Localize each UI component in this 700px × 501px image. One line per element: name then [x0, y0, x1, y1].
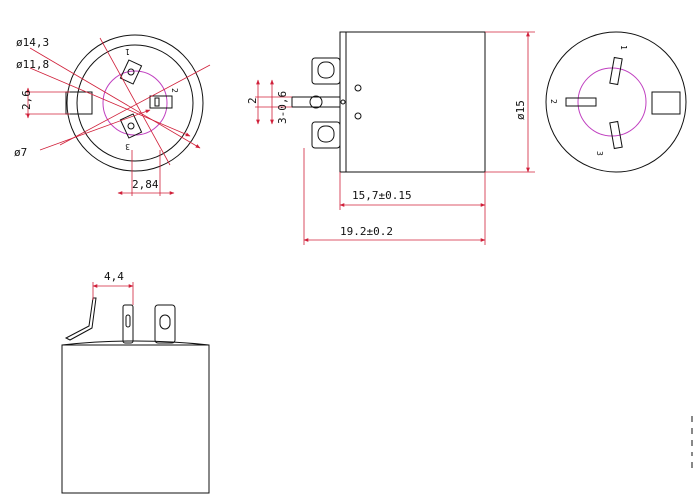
side-lower-terminal: [311, 121, 341, 149]
rear-pin-2-label: 2: [549, 99, 558, 104]
rear-outer-circle: [545, 31, 687, 173]
front-d-outer-label: ø14,3: [16, 36, 49, 49]
rear-terminal-1: [609, 56, 623, 86]
rear-accent-circle: [577, 67, 647, 137]
front-outer-circle: [66, 34, 204, 172]
front-left-tab: [65, 91, 93, 115]
front-inner-circle: [76, 44, 194, 162]
rear-view: [545, 31, 687, 173]
rear-terminal-2: [565, 97, 597, 107]
front-pin-2-label: 2: [170, 88, 179, 93]
front-view: [65, 34, 204, 172]
bottom-top-curve: [61, 340, 210, 346]
front-terminal-2: [149, 95, 173, 109]
side-d15-label: ø15: [514, 100, 527, 120]
bottom-dimensions: [92, 282, 134, 305]
front-d7-label: ø7: [14, 146, 27, 159]
side-len-15-7-label: 15,7±0.15: [352, 189, 412, 202]
side-body: [339, 31, 486, 173]
bottom-terminal-right: [154, 304, 176, 344]
bottom-view: [61, 297, 210, 494]
front-pin-3-label: 3: [125, 142, 130, 151]
front-height-label: 2,6: [20, 90, 33, 110]
side-view: [291, 31, 486, 173]
bottom-body: [61, 344, 210, 494]
front-terminal-3: [119, 113, 143, 139]
front-width-label: 2,84: [132, 178, 159, 191]
rear-pin-1-label: 1: [619, 45, 628, 50]
bottom-dim-4-4-label: 4,4: [104, 270, 124, 283]
front-pin-1-label: 1: [125, 47, 130, 56]
side-upper-terminal: [311, 57, 341, 85]
bottom-terminal-left: [122, 304, 134, 344]
side-dimensions: [255, 31, 535, 245]
front-terminal-1: [119, 59, 143, 85]
side-dim-3-label: 3-0,6: [276, 91, 289, 124]
rear-terminal-3: [609, 120, 623, 150]
front-d-inner-label: ø11,8: [16, 58, 49, 71]
front-dimensions: [25, 37, 211, 196]
bottom-lead-wire: [64, 297, 97, 341]
side-middle-pin: [291, 96, 341, 108]
side-len-19-2-label: 19.2±0.2: [340, 225, 393, 238]
side-dim-2-label: 2: [246, 97, 259, 104]
rear-right-tab: [651, 91, 681, 115]
rear-pin-3-label: 3: [595, 151, 604, 156]
